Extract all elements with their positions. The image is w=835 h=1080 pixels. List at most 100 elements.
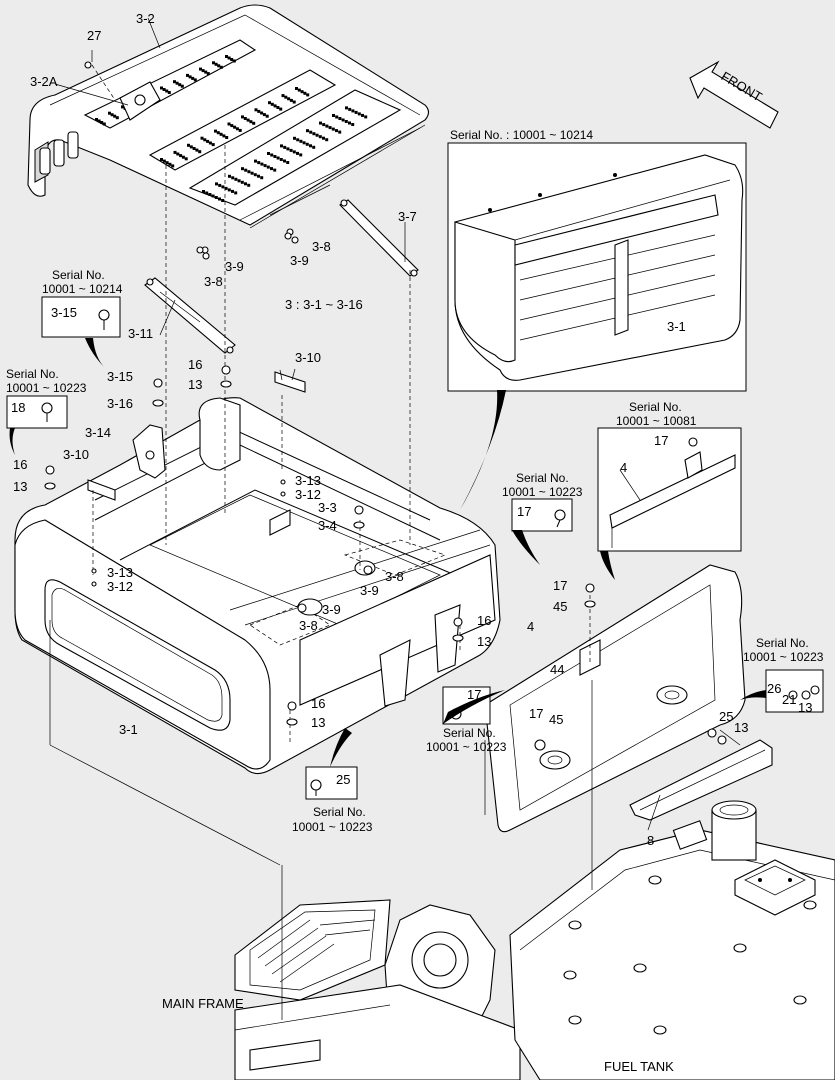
box-label-17: 17: [517, 504, 531, 519]
perforation-hole: [225, 136, 229, 139]
perforation-hole: [165, 161, 169, 165]
perforation-hole: [186, 73, 189, 77]
perforation-hole: [254, 108, 258, 112]
perforation-hole: [354, 110, 358, 114]
label-45-a: 45: [553, 599, 567, 614]
fuel-tank-caption: FUEL TANK: [604, 1059, 674, 1074]
perforation-hole: [100, 121, 104, 124]
label-45-b: 45: [549, 712, 563, 727]
perforation-hole: [257, 174, 260, 178]
perforation-hole: [319, 121, 322, 125]
perforation-hole: [227, 188, 231, 192]
perforation-hole: [297, 88, 301, 92]
perforation-hole: [252, 121, 256, 125]
label-3-11: 3-11: [128, 326, 153, 341]
perforation-hole: [267, 152, 270, 155]
perforation-hole: [276, 156, 280, 160]
serial-note-top-right: Serial No. : 10001 ~ 10214: [450, 128, 593, 142]
perforation-hole: [113, 114, 117, 118]
perforation-hole: [231, 189, 234, 193]
serial-note-bottom-b-line2: 10001 ~ 10223: [426, 740, 507, 754]
label-16-b: 16: [13, 457, 27, 472]
perforation-hole: [335, 115, 339, 119]
perforation-hole: [364, 115, 368, 119]
serial-note-left-b-line2: 10001 ~ 10223: [6, 381, 87, 395]
perforation-hole: [162, 88, 166, 91]
fastener-boxes: [6, 296, 824, 800]
perforation-hole: [227, 122, 231, 126]
label-44: 44: [550, 662, 564, 677]
perforation-hole: [305, 142, 309, 146]
perforation-hole: [254, 159, 257, 163]
main-frame-drawing: [234, 800, 835, 1080]
perforation-hole: [299, 139, 303, 143]
perforation-hole: [338, 117, 342, 120]
serial-note-right-b-line2: 10001 ~ 10223: [743, 650, 824, 664]
perforation-hole: [244, 182, 247, 186]
perforation-hole: [260, 176, 264, 180]
perforation-hole: [237, 179, 241, 183]
label-3-12-b: 3-12: [107, 579, 133, 594]
perforation-hole: [287, 97, 291, 101]
perforation-hole: [262, 113, 266, 117]
main-housing-drawing: [14, 371, 501, 775]
perforation-hole: [273, 155, 277, 158]
perforation-hole: [309, 130, 313, 134]
perforation-hole: [247, 170, 251, 174]
perforation-hole: [289, 98, 293, 102]
serial-note-mid-a-line1: Serial No.: [516, 471, 569, 485]
perforation-hole: [249, 120, 253, 124]
label-3-15: 3-15: [107, 369, 133, 384]
perforation-hole: [176, 152, 180, 156]
perforation-hole: [303, 91, 307, 95]
label-3-9-d: 3-9: [322, 602, 341, 617]
label-3-8-b: 3-8: [204, 274, 223, 289]
serial-note-right-a-line2: 10001 ~ 10081: [616, 414, 697, 428]
perforation-hole: [257, 161, 261, 165]
perforation-hole: [286, 147, 290, 151]
serial-note-right-a-line1: Serial No.: [629, 400, 682, 414]
perforation-hole: [175, 81, 179, 85]
perforation-hole: [201, 69, 205, 73]
perforation-hole: [341, 118, 345, 122]
front-arrow: [689, 60, 779, 129]
label-3-10-b: 3-10: [63, 447, 89, 462]
label-3-8-c: 3-8: [385, 569, 404, 584]
perforation-hole: [228, 174, 231, 178]
perforation-hole: [208, 141, 212, 145]
perforation-hole: [171, 164, 175, 168]
perforation-hole: [247, 183, 251, 187]
label-3-2a: 3-2A: [30, 74, 58, 89]
perforation-hole: [233, 125, 237, 129]
perforation-hole: [279, 107, 283, 111]
perforation-hole: [335, 129, 338, 133]
perforation-hole: [281, 94, 285, 98]
perforation-hole: [102, 122, 106, 126]
perforation-hole: [283, 159, 286, 163]
gas-struts: [144, 199, 419, 354]
serial-note-left-a-line2: 10001 ~ 10214: [42, 282, 123, 296]
perforation-hole: [296, 151, 299, 155]
perforation-hole: [202, 190, 205, 193]
perforation-hole: [214, 196, 218, 199]
perforation-hole: [181, 155, 185, 159]
perforation-hole: [240, 180, 244, 184]
label-3-4: 3-4: [318, 518, 337, 533]
label-8: 8: [647, 833, 654, 848]
perforation-hole: [230, 58, 234, 61]
perforation-hole: [219, 132, 223, 136]
label-3-13-a: 3-13: [295, 473, 321, 488]
perforation-hole: [325, 124, 329, 128]
perforation-hole: [212, 61, 215, 65]
perforation-hole: [121, 105, 124, 109]
label-3-3: 3-3: [318, 500, 337, 515]
serial-note-bottom-a-line2: 10001 ~ 10223: [292, 820, 373, 834]
perforation-hole: [188, 75, 192, 79]
perforation-hole: [97, 119, 101, 123]
perforation-hole: [244, 168, 248, 172]
perforation-hole: [270, 153, 274, 157]
perforation-hole: [241, 115, 244, 119]
label-16-d: 16: [311, 696, 325, 711]
serial-note-bottom-b-line1: Serial No.: [443, 726, 496, 740]
perforation-hole: [357, 112, 361, 116]
